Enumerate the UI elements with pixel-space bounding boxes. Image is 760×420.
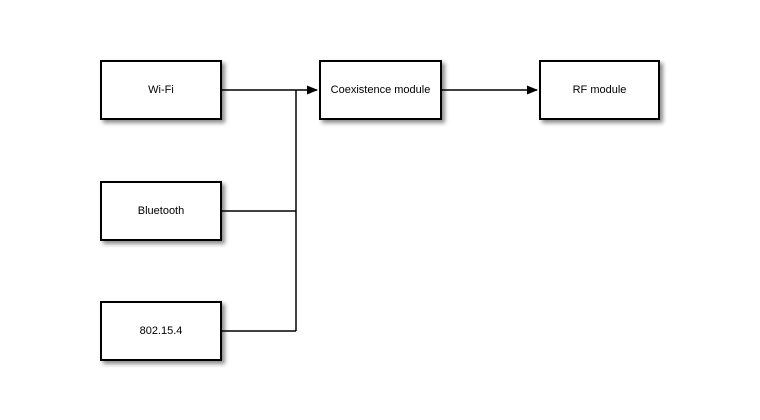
- block-bluetooth-label: Bluetooth: [137, 205, 185, 217]
- block-coexistence-module[interactable]: Coexistence module: [319, 60, 442, 120]
- block-802-15-4[interactable]: 802.15.4: [100, 301, 222, 361]
- block-802-15-4-label: 802.15.4: [139, 325, 183, 337]
- block-wifi-label: Wi-Fi: [148, 84, 174, 96]
- block-bluetooth[interactable]: Bluetooth: [100, 181, 222, 241]
- block-coexistence-module-label: Coexistence module: [330, 84, 431, 96]
- block-wifi[interactable]: Wi-Fi: [100, 60, 222, 120]
- block-rf-module-label: RF module: [572, 84, 627, 96]
- block-rf-module[interactable]: RF module: [539, 60, 660, 120]
